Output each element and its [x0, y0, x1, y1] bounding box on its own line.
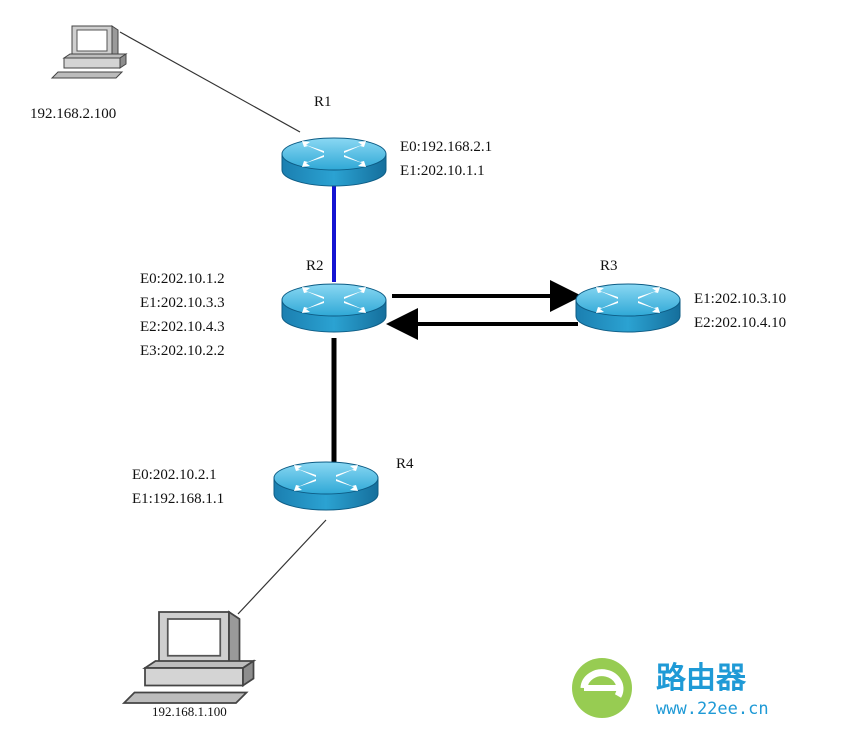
router-r2-interfaces: E0:202.10.1.2 E1:202.10.3.3 E2:202.10.4.… [140, 270, 225, 360]
r4-interface: E1:192.168.1.1 [132, 491, 225, 507]
watermark-url: www.22ee.cn [656, 699, 769, 719]
pc-bottom-icon [123, 611, 255, 704]
router-r4-icon [273, 461, 379, 511]
router-r3-interfaces: E1:202.10.3.10 E2:202.10.4.10 [694, 290, 786, 332]
link-pc-top-r1 [119, 31, 301, 133]
router-r1-name: R1 [314, 94, 332, 110]
link-r4-pc-bottom [237, 519, 327, 615]
watermark-logo: 路由器 www.22ee.cn [572, 658, 769, 719]
router-r2-name: R2 [306, 258, 324, 274]
pc-top-icon [51, 25, 127, 79]
r1-interface: E1:202.10.1.1 [400, 163, 485, 179]
watermark-brand: 路由器 [656, 661, 747, 696]
router-r4-interfaces: E0:202.10.2.1 E1:192.168.1.1 [132, 466, 224, 508]
router-r2-icon [281, 283, 387, 333]
r2-interface: E0:202.10.1.2 [140, 271, 225, 287]
r2-interface: E3:202.10.2.2 [140, 343, 225, 359]
pc-bottom-ip: 192.168.1.100 [152, 704, 227, 719]
r3-interface: E2:202.10.4.10 [694, 315, 787, 331]
pc-top-ip: 192.168.2.100 [30, 106, 117, 122]
router-r1-icon [281, 137, 387, 187]
r2-interface: E1:202.10.3.3 [140, 295, 225, 311]
router-r3-icon [575, 283, 681, 333]
router-r1-interfaces: E0:192.168.2.1 E1:202.10.1.1 [400, 138, 492, 180]
r2-interface: E2:202.10.4.3 [140, 319, 225, 335]
router-r4-name: R4 [396, 456, 414, 472]
r3-interface: E1:202.10.3.10 [694, 291, 787, 307]
r4-interface: E0:202.10.2.1 [132, 467, 217, 483]
r1-interface: E0:192.168.2.1 [400, 139, 493, 155]
router-r3-name: R3 [600, 258, 618, 274]
